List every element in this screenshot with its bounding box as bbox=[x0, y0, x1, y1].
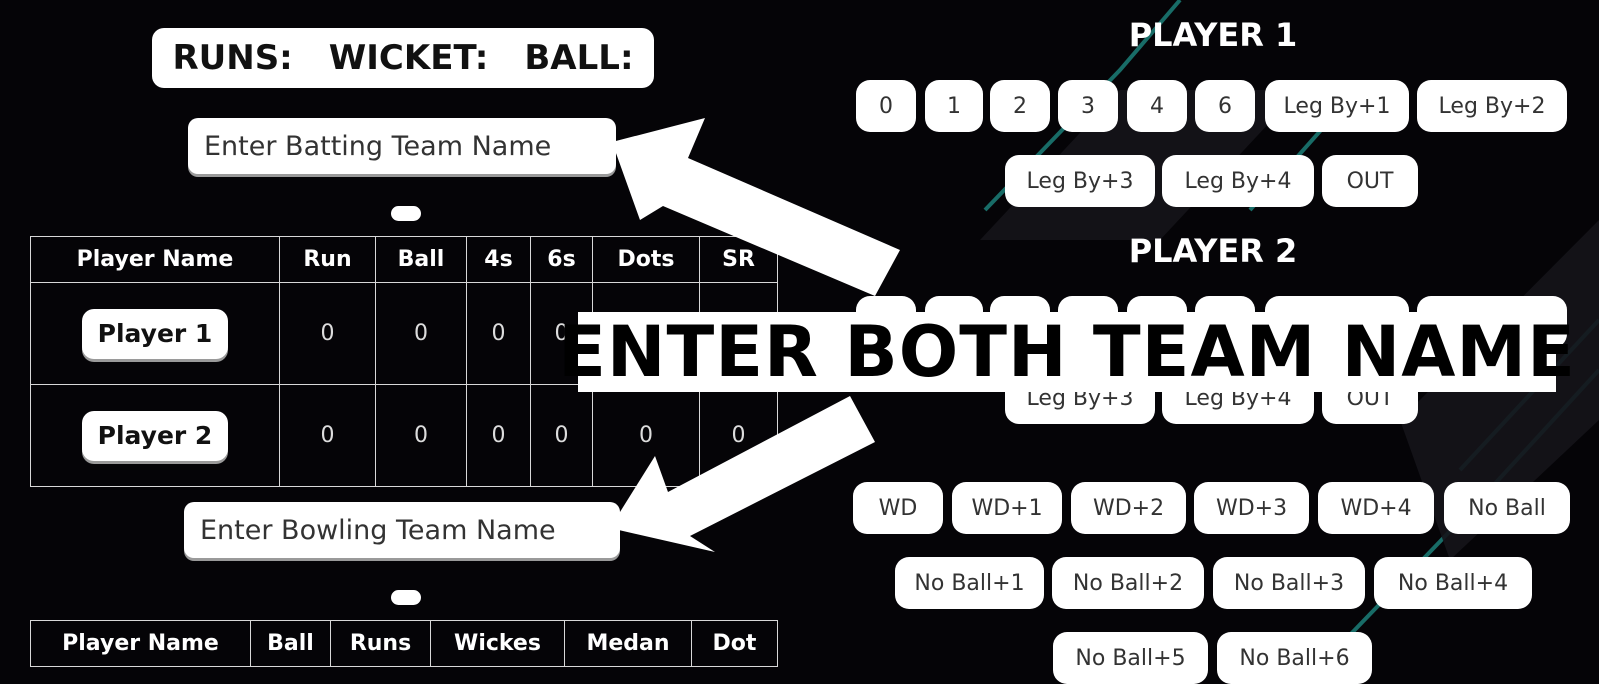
p1-score-2-button[interactable]: 2 bbox=[990, 80, 1050, 132]
header-maiden: Medan bbox=[564, 620, 692, 667]
wide-button[interactable]: WD bbox=[853, 482, 943, 534]
header-wickets: Wickes bbox=[430, 620, 565, 667]
sr-cell: 0 bbox=[699, 384, 778, 487]
run-cell: 0 bbox=[279, 282, 376, 385]
p1-score-6-button[interactable]: 6 bbox=[1195, 80, 1255, 132]
header-runs: Runs bbox=[330, 620, 431, 667]
bowling-scorecard-table: Player Name Ball Runs Wickes Medan Dot bbox=[30, 620, 778, 667]
wide-plus-2-button[interactable]: WD+2 bbox=[1071, 482, 1186, 534]
player-2-title: PLAYER 2 bbox=[1128, 232, 1298, 270]
header-player-name: Player Name bbox=[30, 236, 280, 283]
p1-score-3-button[interactable]: 3 bbox=[1058, 80, 1118, 132]
no-ball-plus-4-button[interactable]: No Ball+4 bbox=[1374, 557, 1532, 609]
player-cell: Player 1 bbox=[30, 282, 280, 385]
header-4s: 4s bbox=[466, 236, 531, 283]
player-cell: Player 2 bbox=[30, 384, 280, 487]
header-run: Run bbox=[279, 236, 376, 283]
header-player-name: Player Name bbox=[30, 620, 251, 667]
no-ball-plus-3-button[interactable]: No Ball+3 bbox=[1213, 557, 1365, 609]
table-header-row: Player Name Run Ball 4s 6s Dots SR bbox=[30, 236, 778, 283]
p1-leg-by-2-button[interactable]: Leg By+2 bbox=[1417, 80, 1567, 132]
run-cell: 0 bbox=[279, 384, 376, 487]
wide-plus-4-button[interactable]: WD+4 bbox=[1318, 482, 1434, 534]
ball-cell: 0 bbox=[375, 282, 467, 385]
wicket-label: WICKET: bbox=[328, 38, 489, 78]
sixes-cell: 0 bbox=[530, 384, 593, 487]
bowling-team-name-display bbox=[391, 590, 421, 605]
p1-score-1-button[interactable]: 1 bbox=[925, 80, 983, 132]
header-dots: Dots bbox=[592, 236, 700, 283]
player-1-title: PLAYER 1 bbox=[1128, 16, 1298, 54]
p1-leg-by-3-button[interactable]: Leg By+3 bbox=[1005, 155, 1155, 207]
table-header-row: Player Name Ball Runs Wickes Medan Dot bbox=[30, 620, 778, 667]
header-ball: Ball bbox=[375, 236, 467, 283]
ball-cell: 0 bbox=[375, 384, 467, 487]
header-6s: 6s bbox=[530, 236, 593, 283]
wide-plus-3-button[interactable]: WD+3 bbox=[1194, 482, 1309, 534]
p1-out-button[interactable]: OUT bbox=[1322, 155, 1418, 207]
wide-plus-1-button[interactable]: WD+1 bbox=[952, 482, 1062, 534]
no-ball-button[interactable]: No Ball bbox=[1444, 482, 1570, 534]
header-sr: SR bbox=[699, 236, 778, 283]
batting-team-name-display bbox=[391, 206, 421, 221]
table-row: Player 2 0 0 0 0 0 0 bbox=[30, 384, 778, 487]
no-ball-plus-5-button[interactable]: No Ball+5 bbox=[1053, 632, 1208, 684]
ball-label: BALL: bbox=[524, 38, 634, 78]
p1-leg-by-1-button[interactable]: Leg By+1 bbox=[1265, 80, 1409, 132]
dots-cell: 0 bbox=[592, 384, 700, 487]
bowling-team-input[interactable] bbox=[184, 502, 620, 558]
instruction-banner: ENTER BOTH TEAM NAME bbox=[558, 311, 1576, 393]
p1-leg-by-4-button[interactable]: Leg By+4 bbox=[1162, 155, 1314, 207]
no-ball-plus-1-button[interactable]: No Ball+1 bbox=[895, 557, 1044, 609]
score-summary: RUNS: WICKET: BALL: bbox=[152, 28, 654, 88]
runs-label: RUNS: bbox=[172, 38, 293, 78]
player-1-button[interactable]: Player 1 bbox=[81, 308, 229, 359]
header-ball: Ball bbox=[250, 620, 331, 667]
player-2-button[interactable]: Player 2 bbox=[81, 410, 229, 461]
batting-team-input[interactable] bbox=[188, 118, 616, 174]
p1-score-4-button[interactable]: 4 bbox=[1127, 80, 1187, 132]
fours-cell: 0 bbox=[466, 384, 531, 487]
no-ball-plus-6-button[interactable]: No Ball+6 bbox=[1217, 632, 1372, 684]
fours-cell: 0 bbox=[466, 282, 531, 385]
header-dot: Dot bbox=[691, 620, 778, 667]
no-ball-plus-2-button[interactable]: No Ball+2 bbox=[1052, 557, 1204, 609]
p1-score-0-button[interactable]: 0 bbox=[856, 80, 916, 132]
